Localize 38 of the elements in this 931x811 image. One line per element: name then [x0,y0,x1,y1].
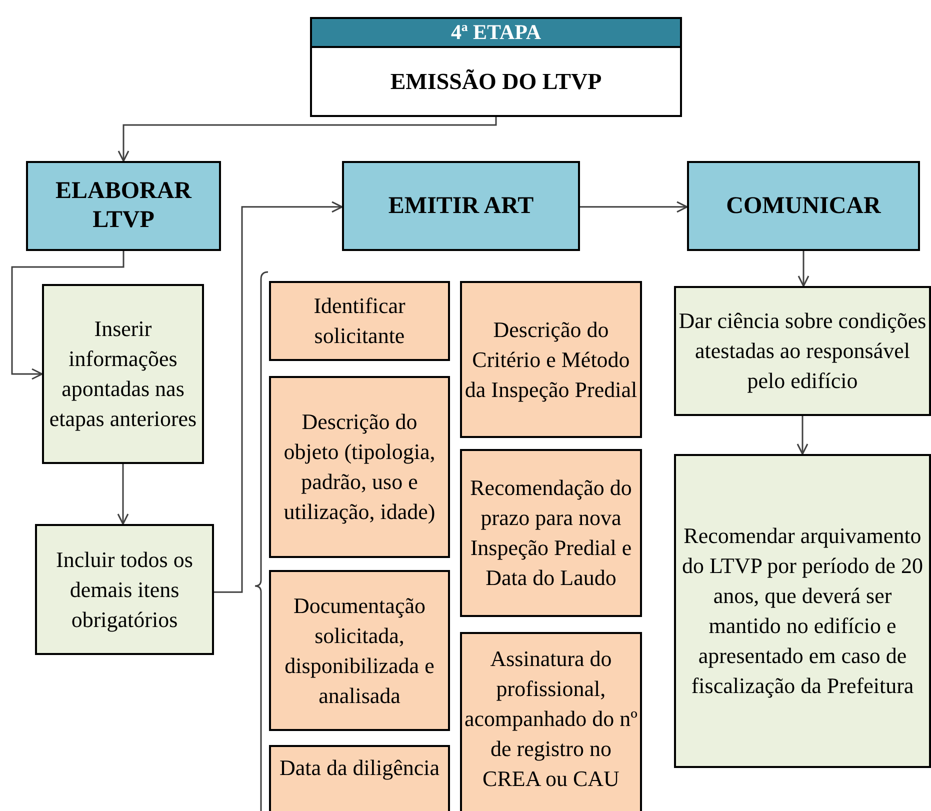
stage-box [310,17,682,117]
item-box [269,745,450,811]
box-text: Descrição do Critério e Método da Inspeção Predial [464,316,638,404]
item-box [269,281,450,361]
process-box [26,161,221,251]
item-box [460,281,642,438]
process-box [687,161,920,251]
box-text: Inserir informações apontadas nas etapas anteriores [48,315,198,433]
arrow [117,464,129,525]
box-text: EMITIR ART [387,192,535,220]
box-text: Incluir todos os demais itens obrigatórios [55,546,194,634]
task-box [674,454,931,768]
box-text: COMUNICAR [725,192,882,220]
arrow [118,117,497,162]
item-box [460,449,642,617]
item-box [460,632,642,811]
box-text: Recomendação do prazo para nova Inspeção Predial e Data do Laudo [469,474,633,592]
box-text: Recomendar arquivamento do LTVP por período de 20 anos, que deverá ser mantido no edifício e apresentado em caso de fiscalização da Prefeitura [681,522,924,700]
box-text: ELABORAR LTVP [54,177,193,235]
arrow [580,201,688,213]
box-text: Documentação solicitada, disponibilizada e analisada [284,592,436,710]
box-text: Dar ciência sobre condições atestadas ao responsável pelo edifício [678,307,928,395]
box-text: Assinatura do profissional, acompanhado do nº de registro no CREA ou CAU [464,645,638,793]
stage-header: 4ª ETAPA [312,19,680,48]
task-box [42,284,204,464]
item-box [269,570,450,731]
arrow [796,416,808,455]
item-box [269,376,450,558]
task-box [674,286,931,416]
box-text: Data da diligência [278,754,441,782]
task-box [35,524,214,655]
box-text: Descrição do objeto (tipologia, padrão, uso e utilização, idade) [282,408,436,526]
arrow [11,251,124,380]
arrow [214,201,343,593]
stage-title: EMISSÃO DO LTVP [390,68,602,96]
process-box [342,161,580,251]
arrow [798,251,810,287]
box-text: Identificar solicitante [312,292,406,350]
